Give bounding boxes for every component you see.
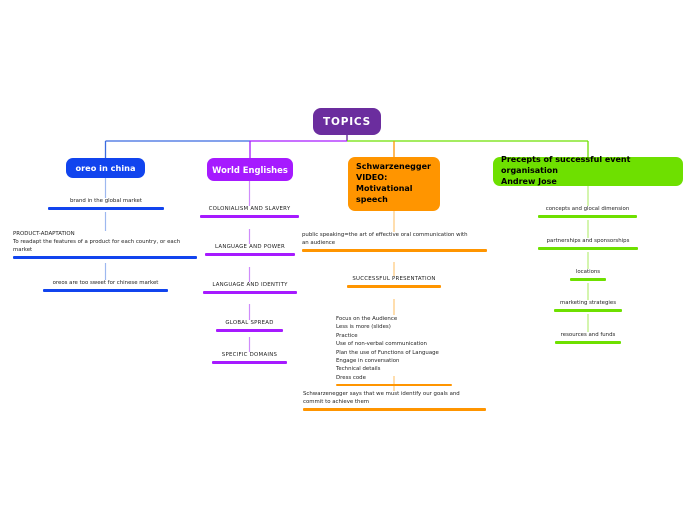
leaf-underline — [48, 207, 164, 210]
leaf-underline — [336, 383, 452, 387]
leaf-underline — [538, 247, 638, 250]
branch-label-oreo-in-china: oreo in china — [75, 163, 136, 173]
leaf-identify-goals[interactable]: Schwarzenegger says that we must identif… — [303, 391, 486, 411]
root-node-label: TOPICS — [323, 115, 371, 128]
leaf-text: PRODUCT-ADAPTATION To readapt the featur… — [13, 231, 181, 253]
root-node-topics[interactable]: TOPICS — [313, 108, 381, 135]
leaf-text: LANGUAGE AND IDENTITY — [212, 282, 288, 288]
leaf-underline — [302, 249, 487, 252]
leaf-brand-global-market[interactable]: brand in the global market — [48, 198, 164, 210]
leaf-marketing-strategies[interactable]: marketing strategies — [554, 300, 622, 312]
leaf-text: SUCCESSFUL PRESENTATION — [352, 276, 436, 282]
leaf-text: LANGUAGE AND POWER — [215, 244, 285, 250]
leaf-underline — [554, 309, 622, 312]
leaf-specific-domains[interactable]: SPECIFIC DOMAINS — [212, 352, 287, 364]
leaf-underline — [203, 291, 297, 294]
leaf-underline — [347, 285, 441, 288]
leaf-text: resources and funds — [560, 332, 616, 338]
leaf-text: GLOBAL SPREAD — [225, 320, 274, 326]
branch-label-andrew-jose: Andrew Jose — [501, 176, 557, 186]
leaf-text: concepts and glocal dimension — [545, 206, 630, 212]
leaf-underline — [43, 289, 168, 292]
leaf-underline — [538, 215, 637, 218]
leaf-oreos-too-sweet[interactable]: oreos are too sweet for chinese market — [43, 280, 168, 292]
leaf-underline — [555, 341, 621, 344]
leaf-text: SPECIFIC DOMAINS — [221, 352, 278, 358]
leaf-underline — [216, 329, 283, 332]
branch-node-schwarzenegger[interactable]: Schwarzenegger VIDEO: Motivational speec… — [348, 157, 440, 211]
leaf-global-spread[interactable]: GLOBAL SPREAD — [216, 320, 283, 332]
leaf-concepts-glocal-dimension[interactable]: concepts and glocal dimension — [538, 206, 637, 218]
leaf-text: brand in the global market — [70, 198, 142, 204]
leaf-text: Schwarzenegger says that we must identif… — [303, 391, 460, 405]
branch-label-world-englishes: World Englishes — [212, 164, 288, 175]
leaf-public-speaking-definition[interactable]: public speaking=the art of effective ora… — [302, 232, 487, 252]
leaf-underline — [570, 278, 606, 281]
branch-node-oreo-in-china[interactable]: oreo in china — [66, 158, 145, 178]
leaf-underline — [212, 361, 287, 364]
leaf-language-and-power[interactable]: LANGUAGE AND POWER — [205, 244, 295, 256]
leaf-underline — [303, 408, 486, 411]
branch-label-motivational-speech: Motivational speech — [356, 184, 413, 204]
leaf-successful-presentation[interactable]: SUCCESSFUL PRESENTATION — [347, 276, 441, 288]
leaf-text: oreos are too sweet for chinese market — [52, 280, 159, 286]
leaf-partnerships-sponsorships[interactable]: partnerships and sponsorships — [538, 238, 638, 250]
branch-label-schwarzenegger: Schwarzenegger — [356, 162, 431, 172]
leaf-presentation-tips[interactable]: Focus on the Audience Less is more (slid… — [336, 315, 452, 387]
branch-node-precepts-event-organisation[interactable]: Precepts of successful event organisatio… — [493, 155, 683, 186]
leaf-resources-and-funds[interactable]: resources and funds — [555, 332, 621, 344]
branch-node-world-englishes[interactable]: World Englishes — [207, 158, 293, 181]
leaf-text: public speaking=the art of effective ora… — [302, 232, 468, 246]
leaf-text: marketing strategies — [559, 300, 617, 306]
leaf-underline — [13, 255, 197, 259]
leaf-text: partnerships and sponsorships — [546, 238, 630, 244]
branch-label-precepts: Precepts of successful event organisatio… — [501, 155, 631, 176]
branch-label-video: VIDEO: — [356, 173, 388, 183]
leaf-text: Focus on the Audience Less is more (slid… — [336, 316, 439, 381]
leaf-text: COLONIALISM AND SLAVERY — [208, 206, 291, 212]
leaf-underline — [205, 253, 295, 256]
leaf-colonialism-and-slavery[interactable]: COLONIALISM AND SLAVERY — [200, 206, 299, 218]
leaf-underline — [200, 215, 299, 218]
leaf-language-and-identity[interactable]: LANGUAGE AND IDENTITY — [203, 282, 297, 294]
leaf-text: locations — [575, 269, 601, 275]
leaf-product-adaptation[interactable]: PRODUCT-ADAPTATION To readapt the featur… — [13, 231, 197, 259]
leaf-locations[interactable]: locations — [570, 269, 606, 281]
